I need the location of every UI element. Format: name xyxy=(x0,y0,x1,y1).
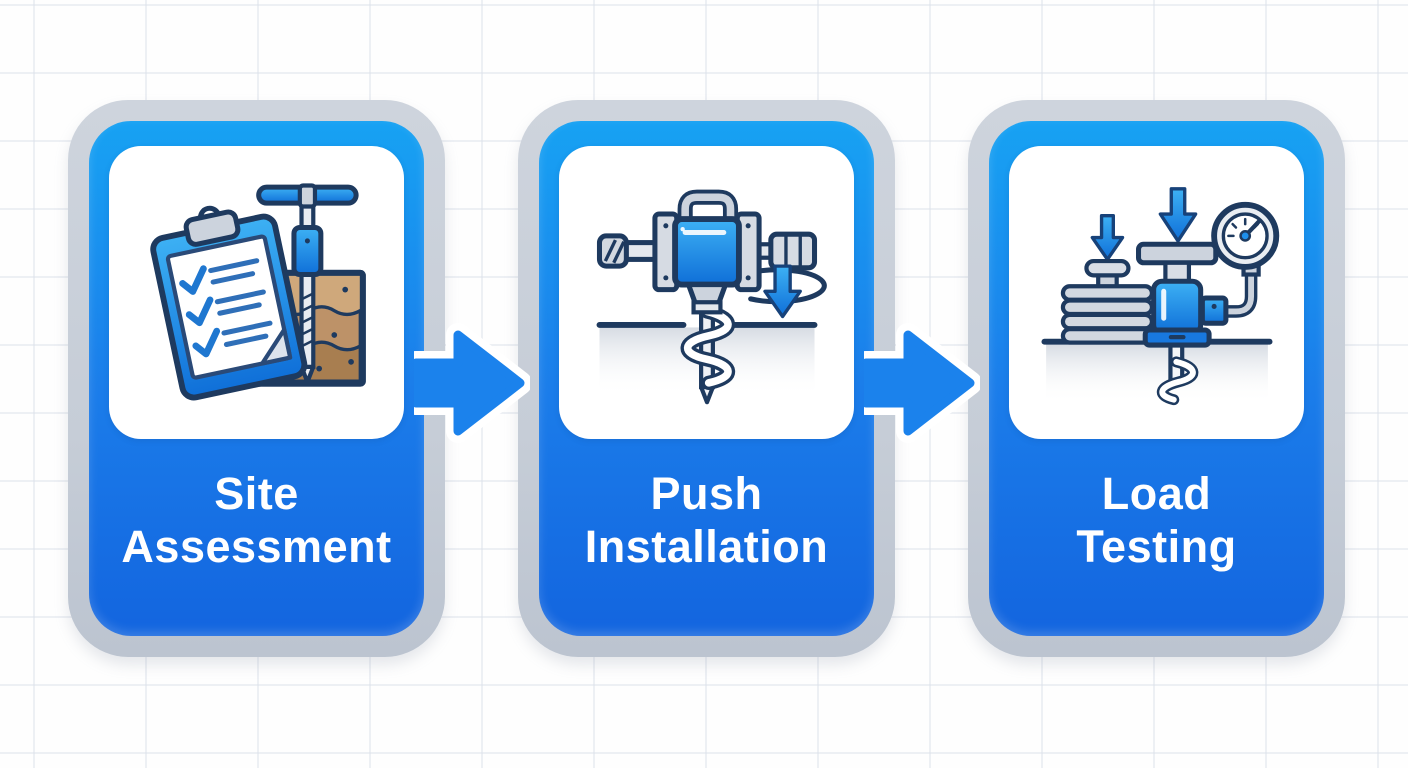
site-assessment-icon xyxy=(149,182,366,400)
step-title-line: Load xyxy=(1101,467,1212,519)
step-card-body: Load Testing xyxy=(989,121,1324,636)
step-card-site-assessment: Site Assessment xyxy=(68,100,445,657)
step-title: Load Testing xyxy=(1076,439,1236,616)
clipboard-icon xyxy=(149,205,307,400)
icon-panel xyxy=(1009,146,1304,439)
step-card-push-installation: Push Installation xyxy=(518,100,895,657)
auger-drive-head-icon xyxy=(596,189,817,314)
step-card-load-testing: Load Testing xyxy=(968,100,1345,657)
soil-probe-icon xyxy=(255,182,359,384)
step-title: Push Installation xyxy=(585,439,829,616)
step-title-line: Assessment xyxy=(121,520,392,572)
icon-panel xyxy=(559,146,854,439)
arrow-right-icon xyxy=(414,323,530,443)
load-testing-icon xyxy=(1041,186,1279,405)
down-arrow-icon xyxy=(1158,186,1197,243)
step-card-body: Push Installation xyxy=(539,121,874,636)
step-title-line: Push xyxy=(650,467,763,519)
arrow-right-icon xyxy=(864,323,980,443)
down-arrow-icon xyxy=(762,263,802,318)
step-title-line: Testing xyxy=(1076,520,1237,572)
step-title-line: Installation xyxy=(584,520,829,572)
step-title-line: Site xyxy=(214,467,299,519)
step-title: Site Assessment xyxy=(121,439,391,616)
push-installation-icon xyxy=(596,189,827,404)
weight-stack-icon xyxy=(1060,213,1154,345)
pressure-gauge-icon xyxy=(1199,201,1279,326)
step-card-body: Site Assessment xyxy=(89,121,424,636)
icon-panel xyxy=(109,146,404,439)
down-arrow-icon xyxy=(1090,213,1124,261)
hydraulic-jack-icon xyxy=(1135,186,1218,348)
